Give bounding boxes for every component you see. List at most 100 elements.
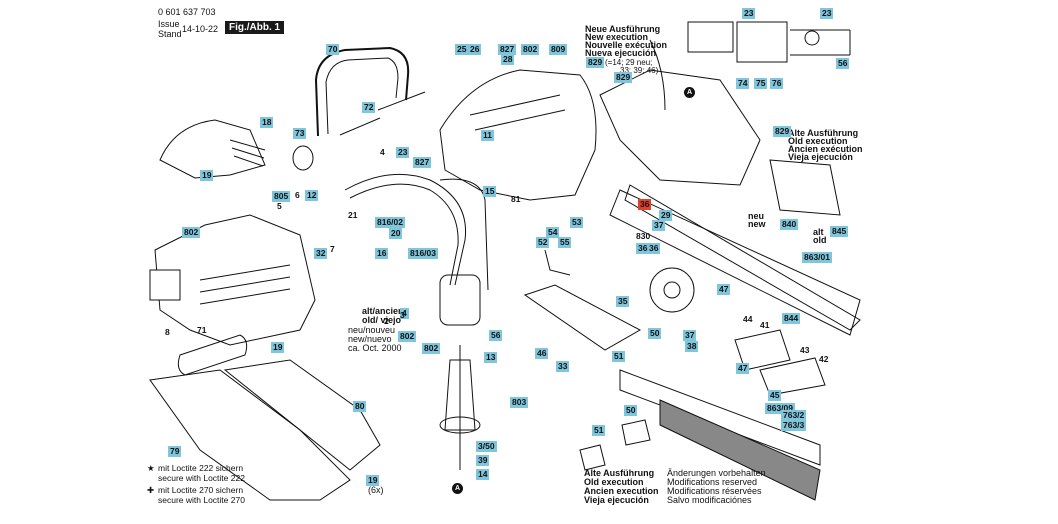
part-callout: 12 [305, 190, 319, 201]
new-exec-detail2: 33; 39; 46) [620, 66, 659, 75]
part-callout: 827 [413, 157, 432, 168]
part-callout: 863/09 [765, 403, 795, 414]
part-callout: 76 [770, 78, 784, 89]
part-callout: 863/01 [802, 252, 832, 263]
old-exec-es: Vieja ejecución [788, 152, 853, 162]
part-callout: 5 [277, 201, 282, 211]
marker-a-bottom: A [452, 483, 463, 494]
cross-symbol: ✚ [147, 485, 155, 495]
part-callout: 829 [614, 72, 633, 83]
part-callout: 816/02 [375, 217, 405, 228]
new-exec-fr: Nouvelle exécution [585, 40, 668, 50]
old-exec-bottom-es: Vieja ejecución [584, 495, 649, 505]
figure-label: Fig./Abb. 1 [225, 21, 285, 34]
old-exec-bottom-de: Alte Ausführung [584, 468, 655, 478]
part-callout: 79 [168, 446, 182, 457]
part-callout: 81 [511, 194, 521, 204]
part-callout: 844 [782, 313, 801, 324]
part-callout: 29 [659, 210, 673, 221]
part-callout: 53 [570, 217, 584, 228]
part-callout: 827 [498, 44, 517, 55]
part-callout: 802 [422, 343, 441, 354]
part-callout: 28 [501, 54, 515, 65]
part-callout: 845 [830, 226, 849, 237]
doc-number: 0 601 637 703 [158, 7, 216, 17]
part-callout: 6 [295, 190, 300, 200]
alt-note-line2: old/ viejo [362, 315, 402, 325]
part-callout: 15 [483, 186, 497, 197]
new-exec-es: Nueva ejecución [585, 48, 657, 58]
part-callout: 56 [489, 330, 503, 341]
new-label: new [748, 219, 766, 229]
new-exec-en: New execution [585, 32, 649, 42]
part-callout: 7 [330, 244, 335, 254]
new-exec-de: Neue Ausführung [585, 24, 661, 34]
part-callout: 55 [558, 237, 572, 248]
callout-829-old: 829 [773, 126, 792, 137]
part-callout: 802 [521, 44, 540, 55]
old-exec-bottom-en: Old execution [584, 477, 644, 487]
part-callout: 805 [272, 191, 291, 202]
part-callout: 35 [616, 296, 630, 307]
changes-de: Änderungen vorbehalten [667, 468, 766, 478]
part-callout: 4 [380, 147, 385, 157]
part-callout: 71 [197, 325, 207, 335]
part-callout: 43 [800, 345, 810, 355]
part-callout: 37 [652, 220, 666, 231]
part-callout: 803 [510, 397, 529, 408]
part-callout: 802 [182, 227, 201, 238]
part-callout: 70 [326, 44, 340, 55]
changes-es: Salvo modificaciónes [667, 495, 752, 505]
marker-a-top: A [684, 87, 695, 98]
part-callout: 13 [484, 352, 498, 363]
new-note-line1: neu/nouveu [348, 325, 396, 335]
legend-star-de: mit Loctite 222 sichern [158, 463, 244, 473]
old-exec-fr: Ancien exécution [788, 144, 863, 154]
part-callout: 42 [819, 354, 829, 364]
part-callout: 2 [384, 316, 389, 326]
old-exec-en: Old execution [788, 136, 848, 146]
part-callout: 36 [636, 243, 650, 254]
part-callout: 74 [736, 78, 750, 89]
part-callout: 8 [165, 327, 170, 337]
part-callout: 45 [768, 390, 782, 401]
part-callout: 23 [742, 8, 756, 19]
part-callout: 23 [396, 147, 410, 158]
new-note-line3: ca. Oct. 2000 [348, 343, 402, 353]
part-callout: 47 [736, 363, 750, 374]
part-callout: 72 [362, 102, 376, 113]
part-callout: 763/2 [781, 410, 807, 421]
part-callout: 50 [624, 405, 638, 416]
part-callout: 32 [314, 248, 328, 259]
part-callout: 38 [685, 341, 699, 352]
old-exec-de: Alte Ausführung [788, 128, 859, 138]
part-callout: 19 [366, 475, 380, 486]
old-label: old [813, 235, 827, 245]
part-callout: 26 [468, 44, 482, 55]
part-callout: 23 [820, 8, 834, 19]
alt-note-line1: alt/ancien [362, 306, 404, 316]
part-callout: 809 [549, 44, 568, 55]
part-callout: 16 [375, 248, 389, 259]
old-exec-bottom-fr: Ancien execution [584, 486, 659, 496]
new-note-line2: new/nuevo [348, 334, 392, 344]
part-callout: 39 [476, 455, 490, 466]
part-callout: 47 [717, 284, 731, 295]
legend-cross-en: secure with Loctite 270 [158, 495, 245, 505]
changes-fr: Modifications réservées [667, 486, 762, 496]
part-callout: 20 [389, 228, 403, 239]
callout-new-802: 802 [398, 331, 417, 342]
part-callout: 56 [836, 58, 850, 69]
part-callout: 44 [743, 314, 753, 324]
part-callout: 816/03 [408, 248, 438, 259]
six-x-label: (6x) [368, 485, 384, 495]
issue-label: Issue [158, 19, 180, 29]
part-callout: 3 [400, 310, 405, 320]
part-callout: 51 [592, 425, 606, 436]
part-callout: 50 [648, 328, 662, 339]
part-callout: 54 [546, 227, 560, 238]
part-callout: 36 [647, 243, 661, 254]
part-callout: 840 [780, 219, 799, 230]
part-callout: 75 [754, 78, 768, 89]
